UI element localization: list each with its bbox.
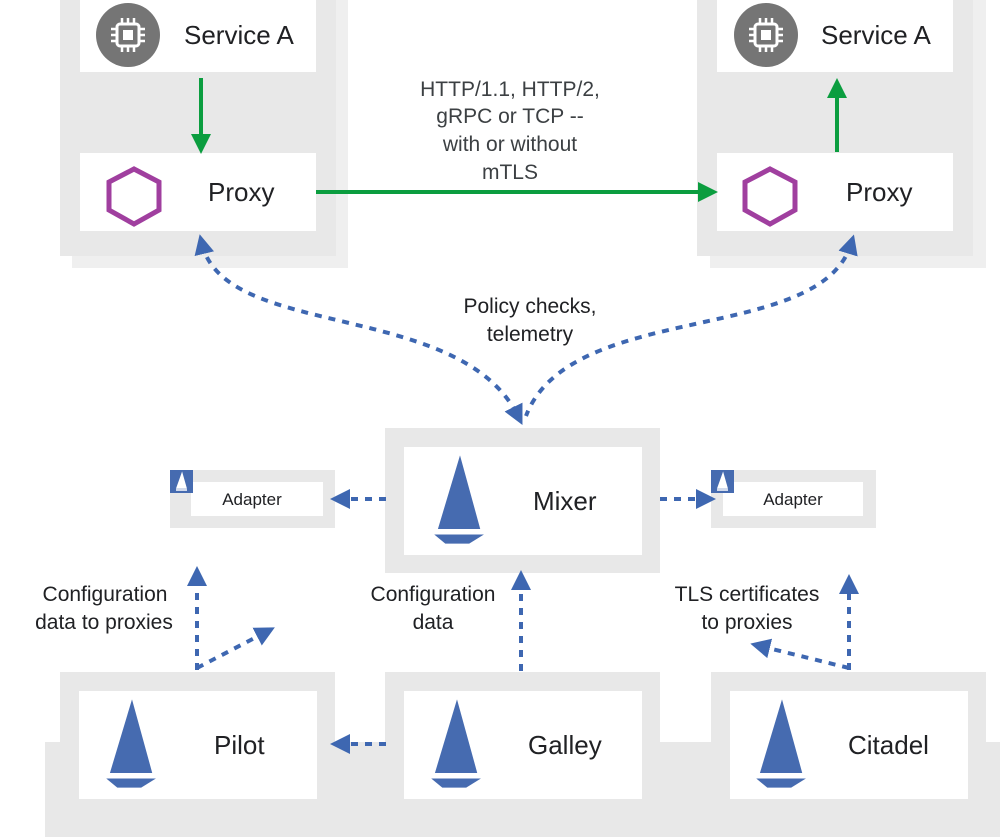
right-proxy-to-mixer-dashed-arrow — [524, 234, 858, 417]
left-proxy-card[interactable] — [80, 153, 316, 231]
pilot-note-line-1: Configuration — [43, 583, 168, 606]
policy-note-line-1: Policy checks, — [463, 295, 596, 318]
left-proxy-to-mixer-dashed-arrow — [194, 234, 523, 425]
pilot-note-line-2: data to proxies — [35, 611, 173, 634]
traffic-note-line-4: mTLS — [482, 161, 538, 184]
pilot-panel — [60, 672, 335, 817]
right-service-label: Service A — [821, 20, 931, 50]
galley-note-line-2: data — [413, 611, 454, 634]
policy-note-line-2: telemetry — [487, 323, 574, 346]
galley-note-line-1: Configuration — [371, 583, 496, 606]
right-adapter-card[interactable] — [723, 482, 863, 516]
galley-label: Galley — [528, 730, 602, 760]
left-adapter-sail-icon — [175, 471, 187, 491]
left-proxy-hexagon-icon — [106, 166, 162, 227]
left-service-label: Service A — [184, 20, 294, 50]
right-proxy-card[interactable] — [717, 153, 953, 231]
right-proxy-hexagon-icon — [742, 166, 798, 227]
mixer-panel — [385, 428, 660, 573]
left-adapter-label: Adapter — [222, 490, 282, 509]
left-proxy-label: Proxy — [208, 177, 274, 207]
right-adapter-panel — [711, 470, 876, 528]
citadel-certs-left-dashed-arrow — [750, 638, 850, 670]
left-adapter-panel — [170, 470, 335, 528]
citadel-label: Citadel — [848, 730, 929, 760]
left-service-chip-icon — [96, 3, 160, 67]
citadel-note-line-1: TLS certificates — [675, 583, 820, 606]
right-service-chip-icon — [734, 3, 798, 67]
right-proxy-label: Proxy — [846, 177, 912, 207]
citadel-note-line-2: to proxies — [701, 611, 792, 634]
traffic-note-line-2: gRPC or TCP -- — [436, 105, 583, 128]
right-adapter-label: Adapter — [763, 490, 823, 509]
right-adapter-sail-icon — [716, 471, 728, 491]
traffic-note-line-1: HTTP/1.1, HTTP/2, — [420, 78, 600, 101]
pilot-label: Pilot — [214, 730, 265, 760]
galley-panel — [385, 672, 660, 817]
pilot-config-diagonal-dashed-arrow — [196, 627, 275, 670]
left-adapter-card[interactable] — [191, 482, 323, 516]
traffic-note-line-3: with or without — [442, 133, 577, 156]
mixer-label: Mixer — [533, 486, 597, 516]
